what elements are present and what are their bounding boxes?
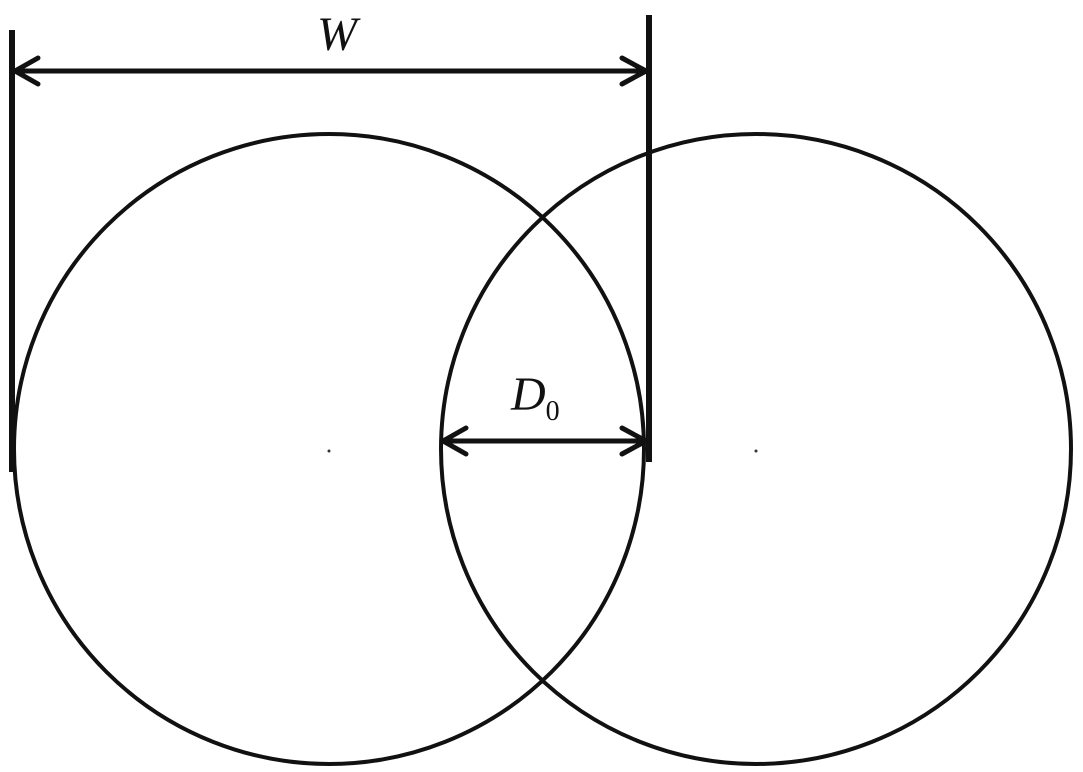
overlap-dimension-arrow <box>440 425 649 457</box>
arrowhead-left-icon <box>440 425 469 457</box>
left-circle <box>12 132 646 766</box>
overlap-label-main: D <box>510 368 546 421</box>
arrowhead-left-icon <box>12 55 41 87</box>
right-circle <box>439 132 1073 766</box>
arrowhead-right-icon <box>619 55 649 87</box>
left-circle-center <box>327 449 331 453</box>
width-dimension-arrow <box>12 55 649 87</box>
right-circle-center <box>754 449 758 453</box>
arrowhead-right-icon <box>619 425 649 457</box>
overlap-label-subscript: 0 <box>546 396 560 427</box>
overlap-label: D0 <box>510 368 560 427</box>
width-label: W <box>317 8 361 61</box>
